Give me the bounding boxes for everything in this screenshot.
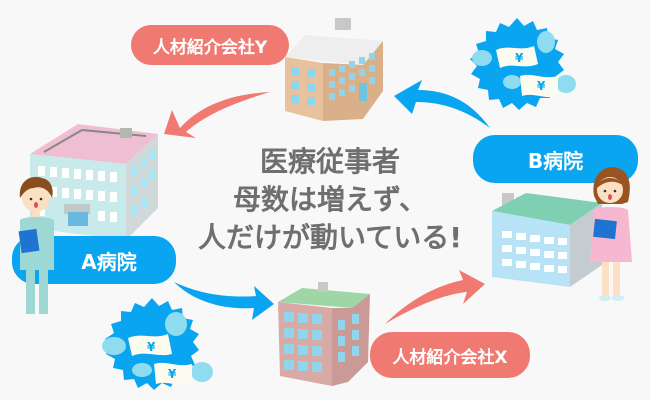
- male-nurse-icon: [18, 176, 54, 314]
- message-line-3: 人だけが動いている!: [198, 221, 462, 254]
- agency-x-label: 人材紹介会社X: [370, 332, 530, 378]
- yen-symbol: ¥: [515, 51, 524, 65]
- svg-text:¥: ¥: [537, 79, 546, 93]
- message-line-2: 母数は増えず、: [232, 183, 428, 216]
- hospital-b-building-icon: [492, 193, 602, 287]
- agency-y-building-icon: [285, 18, 383, 121]
- arrow-y-to-a-icon: [164, 92, 270, 138]
- agency-y-text: 人材紹介会社Y: [152, 37, 268, 58]
- agency-x-building-icon: [278, 282, 370, 386]
- arrow-a-to-x-icon: [174, 282, 274, 320]
- hospital-b-text: B病院: [527, 148, 584, 173]
- center-message: 医療従事者 母数は増えず、 人だけが動いている!: [180, 143, 480, 257]
- svg-text:¥: ¥: [168, 367, 177, 381]
- agency-x-text: 人材紹介会社X: [392, 347, 508, 368]
- female-nurse-icon: [590, 167, 632, 301]
- hospital-a-text: A病院: [81, 249, 137, 274]
- hospital-a-building-icon: [30, 124, 158, 240]
- arrow-x-to-b-icon: [385, 270, 485, 324]
- svg-text:¥: ¥: [147, 340, 156, 354]
- agency-y-label: 人材紹介会社Y: [131, 25, 289, 65]
- message-line-1: 医療従事者: [259, 145, 400, 178]
- money-badge-top-icon: ¥ ¥: [470, 18, 576, 110]
- arrow-b-to-y-icon: [394, 80, 490, 128]
- money-badge-bottom-icon: ¥ ¥: [102, 298, 213, 390]
